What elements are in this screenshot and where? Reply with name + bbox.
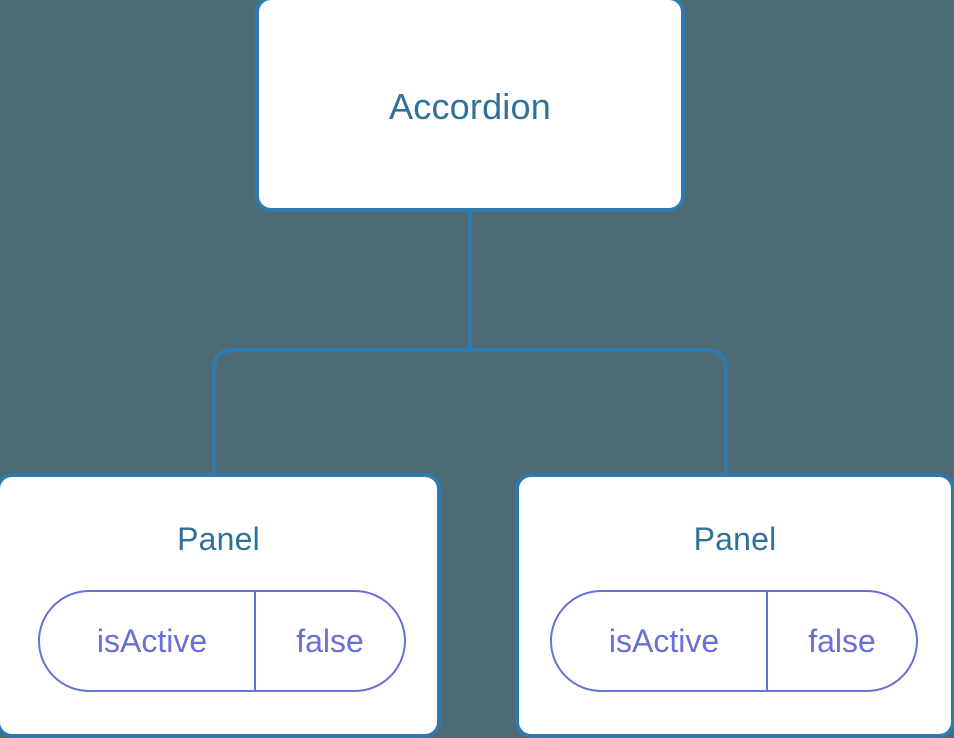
edge-to-panel-left [212,348,470,473]
prop-value-right: false [808,622,876,659]
node-panel-left-title: Panel [177,521,260,557]
prop-key-left: isActive [96,622,208,659]
prop-divider-left [254,592,256,690]
prop-pill-isactive-left[interactable]: isActive false [38,590,406,692]
node-panel-left[interactable]: Panel isActive false [0,473,441,738]
prop-divider-right [766,592,768,690]
node-accordion[interactable]: Accordion [255,0,685,212]
prop-value-left: false [296,622,364,659]
prop-key-right: isActive [608,622,720,659]
node-accordion-title: Accordion [389,86,551,127]
edge-to-panel-right [470,348,728,473]
prop-pill-isactive-right[interactable]: isActive false [550,590,918,692]
node-panel-right-title: Panel [693,521,777,557]
node-panel-right[interactable]: Panel isActive false [515,473,954,738]
